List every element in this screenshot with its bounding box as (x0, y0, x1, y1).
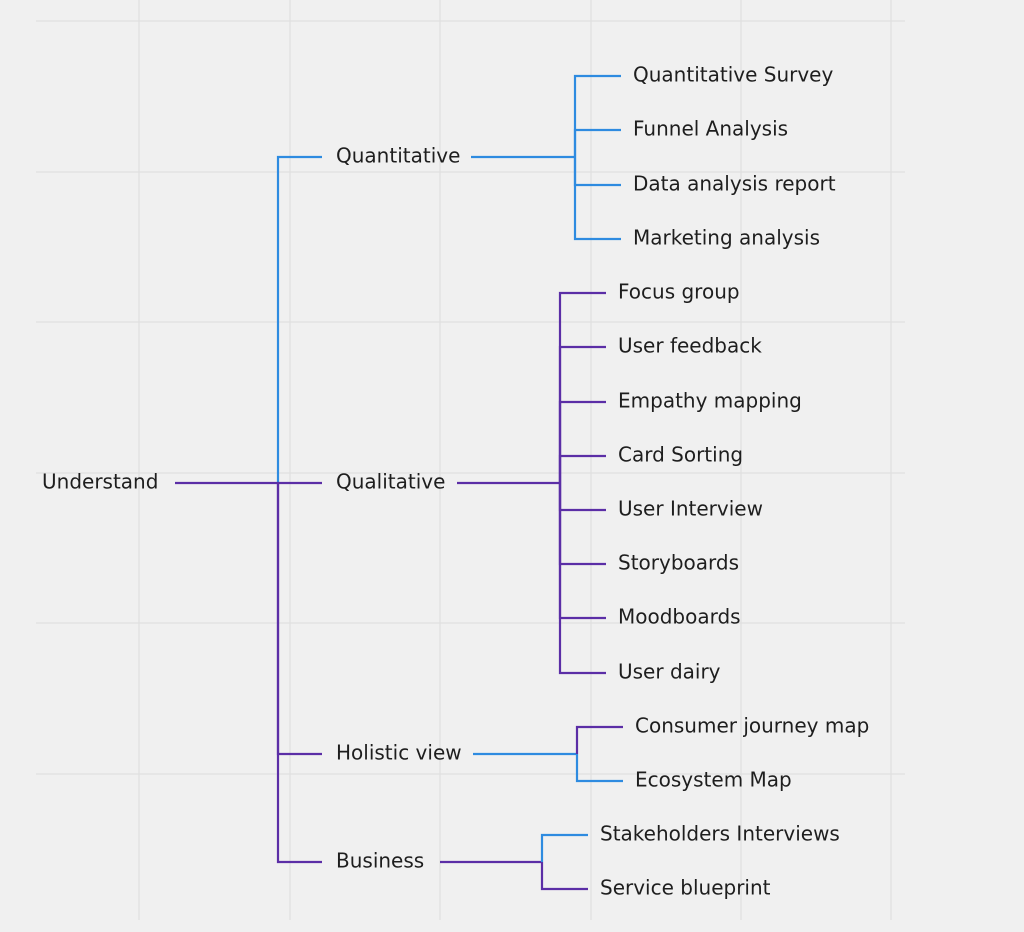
background-grid (36, 0, 905, 920)
leaf-node-data-analysis-report: Data analysis report (633, 172, 836, 196)
connector-qualitative-to-storyboards (558, 483, 606, 566)
connector-quantitative-to-marketing-analysis (573, 157, 621, 241)
leaf-node-ecosystem-map: Ecosystem Map (635, 768, 792, 792)
connector-quantitative-to-data-analysis-report (573, 157, 621, 187)
branch-node-holistic-view: Holistic view (336, 741, 462, 765)
connector-holistic-view-to-ecosystem-map (575, 754, 623, 783)
leaf-node-card-sorting: Card Sorting (618, 443, 743, 467)
node-labels: Understand Quantitative Quantitative Surve… (42, 63, 869, 900)
branch-node-quantitative: Quantitative (336, 144, 460, 168)
leaf-node-consumer-journey-map: Consumer journey map (635, 714, 869, 738)
leaf-node-user-dairy: User dairy (618, 660, 721, 684)
branch-node-qualitative: Qualitative (336, 470, 445, 494)
leaf-node-focus-group: Focus group (618, 280, 740, 304)
leaf-node-marketing-analysis: Marketing analysis (633, 226, 820, 250)
connector-qualitative-to-empathy-mapping (558, 400, 606, 483)
connector-quantitative-to-quantitative-survey (573, 74, 621, 157)
leaf-node-service-blueprint: Service blueprint (600, 876, 771, 900)
connector-root-to-business (276, 483, 322, 864)
connector-holistic-view-to-consumer-journey-map (575, 725, 623, 754)
leaf-node-quantitative-survey: Quantitative Survey (633, 63, 833, 87)
leaf-node-user-interview: User Interview (618, 497, 763, 521)
connector-business-to-service-blueprint (540, 862, 588, 891)
leaf-node-storyboards: Storyboards (618, 551, 739, 575)
root-node-understand: Understand (42, 470, 158, 494)
connector-business-to-stakeholders-interviews (540, 833, 588, 862)
connector-quantitative-to-funnel-analysis (573, 128, 621, 157)
connector-qualitative-to-user-dairy (558, 483, 606, 675)
connector-qualitative-to-moodboards (558, 483, 606, 620)
leaf-node-stakeholders-interviews: Stakeholders Interviews (600, 822, 840, 846)
connector-qualitative-to-card-sorting (558, 454, 606, 483)
leaf-node-moodboards: Moodboards (618, 605, 741, 629)
connector-root-to-holistic-view (276, 483, 322, 756)
connector-qualitative-to-user-interview (558, 483, 606, 512)
leaf-node-empathy-mapping: Empathy mapping (618, 389, 802, 413)
leaf-node-funnel-analysis: Funnel Analysis (633, 117, 788, 141)
connector-root-to-quantitative (276, 155, 322, 483)
leaf-node-user-feedback: User feedback (618, 334, 762, 358)
connector-qualitative-to-user-feedback (558, 345, 606, 483)
branch-node-business: Business (336, 849, 424, 873)
connector-lines (175, 74, 623, 891)
